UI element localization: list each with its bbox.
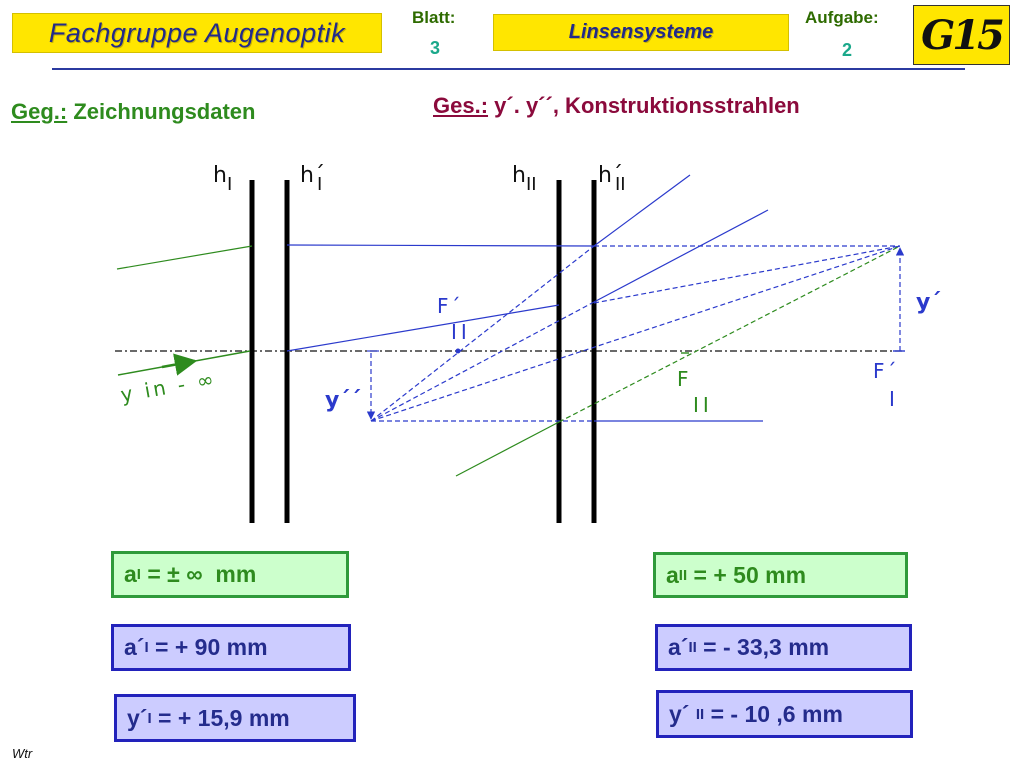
sheet-label: Blatt:	[412, 8, 456, 27]
ray-exit-steep	[593, 174, 691, 247]
sought-prefix: Ges.:	[433, 93, 489, 118]
topic-banner: Linsensysteme	[493, 14, 789, 51]
dashed-virtual-a	[370, 245, 595, 422]
image-y1-label: y´	[916, 290, 941, 315]
logo: G15	[913, 5, 1010, 65]
green-dashed-ray	[558, 245, 901, 423]
sheet-value: 3	[430, 38, 441, 58]
page-title: Fachgruppe Augenoptik	[48, 17, 346, 48]
label-h-II: hII	[512, 163, 537, 195]
given-prefix: Geg.:	[11, 99, 68, 124]
ray-through-center	[286, 304, 560, 352]
label-fI-prime: F´I	[873, 359, 899, 411]
topic-title: Linsensysteme	[568, 21, 714, 43]
given-heading: Geg.: Zeichnungsdaten	[11, 99, 255, 125]
label-h-prime-I: h´I	[300, 163, 325, 195]
dashed-mid-to-image	[593, 245, 901, 304]
value-a-prime-II: a´II = - 33,3 mm	[655, 624, 912, 671]
task-value: 2	[842, 40, 853, 60]
title-banner: Fachgruppe Augenoptik	[12, 13, 382, 53]
given-text: Zeichnungsdaten	[73, 99, 256, 124]
ray-exit-upper	[593, 209, 769, 303]
sought-text: y´. y´´, Konstruktionsstrahlen	[494, 93, 800, 118]
value-a-prime-I: a´I = + 90 mm	[111, 624, 351, 671]
incoming-ray-upper	[116, 245, 253, 270]
label-h-prime-II: h´II	[598, 163, 626, 195]
logo-text: G15	[921, 11, 1005, 59]
sought-heading: Ges.: y´. y´´, Konstruktionsstrahlen	[433, 93, 800, 119]
label-h-I: hI	[213, 163, 232, 195]
object-direction-arrow	[161, 353, 198, 376]
value-y-prime-II: y´ II = - 10 ,6 mm	[656, 690, 913, 738]
dashed-virtual-b	[370, 301, 595, 422]
label-fII: FII	[677, 367, 713, 417]
focal-point-fII-prime	[455, 348, 461, 354]
author-initials: Wtr	[12, 746, 33, 761]
value-y-prime-I: y´I = + 15,9 mm	[114, 694, 356, 742]
image-y2-label: y´´	[325, 388, 361, 413]
header-divider	[52, 68, 965, 70]
task-label: Aufgabe:	[805, 8, 879, 27]
dashed-virtual-c	[370, 245, 901, 422]
label-fII-prime: F´II	[437, 294, 471, 344]
ray-parallel-top	[286, 244, 595, 247]
green-exit-ray	[455, 421, 560, 477]
